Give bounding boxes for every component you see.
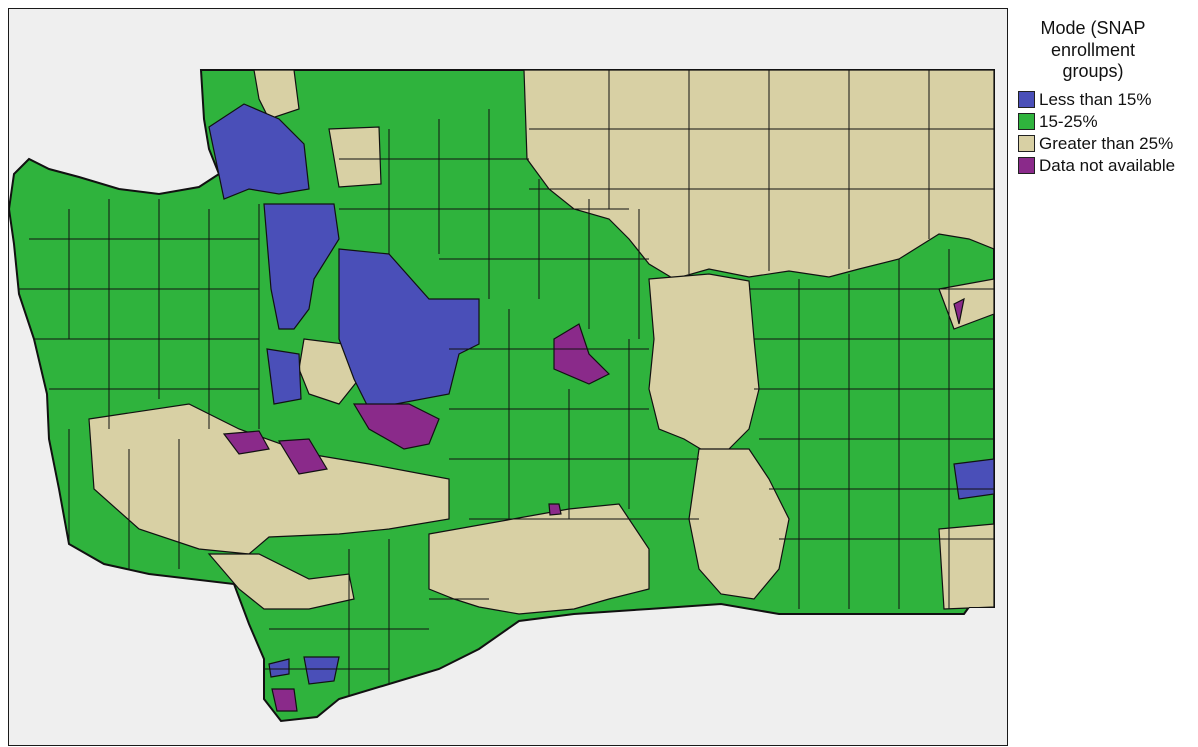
- region-south-strip: [207, 553, 355, 610]
- district-boundaries: [19, 70, 994, 709]
- region-whatcom: [208, 103, 310, 200]
- legend-label: 15-25%: [1039, 111, 1098, 131]
- legend-swatch: [1018, 91, 1035, 109]
- region-south-blue: [303, 656, 340, 685]
- legend-swatch: [1018, 157, 1035, 175]
- legend-label: Less than 15%: [1039, 89, 1152, 109]
- region-purple-6: [548, 503, 562, 516]
- legend-label: Data not available: [1039, 155, 1176, 175]
- map-frame: [8, 8, 1008, 746]
- legend-item-15-25: 15-25%: [1018, 111, 1194, 133]
- legend-item-less-than-15: Less than 15%: [1018, 89, 1194, 111]
- legend-swatch: [1018, 135, 1035, 153]
- washington-map: [9, 69, 995, 723]
- region-south-blue-2: [268, 658, 290, 678]
- region-group-not-available: [222, 297, 965, 712]
- region-king-north: [263, 203, 340, 330]
- region-southcentral: [428, 503, 650, 615]
- region-purple-2: [222, 430, 270, 455]
- region-king-central: [338, 248, 480, 410]
- legend-item-not-available: Data not available: [1018, 155, 1194, 177]
- region-group-less-than-15: [208, 103, 994, 685]
- region-north-1: [253, 70, 300, 120]
- region-purple-1: [352, 403, 440, 450]
- legend-item-greater-than-25: Greater than 25%: [1018, 133, 1194, 155]
- region-north-2: [328, 126, 382, 188]
- region-pierce: [266, 348, 302, 405]
- region-east-blue: [953, 458, 994, 500]
- region-central-east: [648, 273, 760, 455]
- region-purple-4: [553, 323, 611, 385]
- region-purple-3: [277, 438, 328, 475]
- legend-swatch: [1018, 113, 1035, 131]
- region-southeast-corner: [938, 523, 994, 610]
- region-purple-7: [953, 297, 965, 325]
- region-purple-5: [271, 688, 298, 712]
- legend-title: Mode (SNAP enrollment groups): [1040, 18, 1146, 82]
- legend-label: Greater than 25%: [1039, 133, 1174, 153]
- legend: Mode (SNAP enrollment groups) Less than …: [1018, 18, 1194, 177]
- region-south-east-1: [688, 448, 790, 600]
